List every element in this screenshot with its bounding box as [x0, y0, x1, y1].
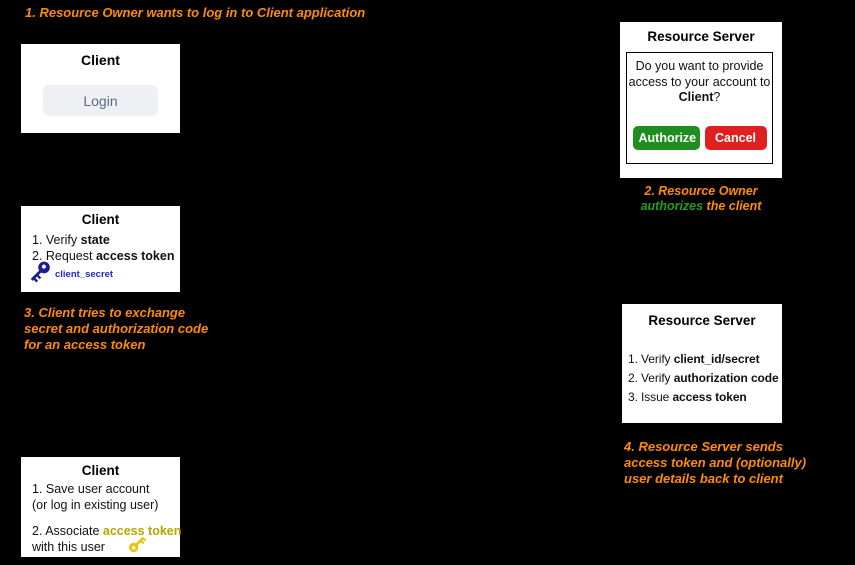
save-user-step1: 1. Save user account (or log in existing… — [32, 482, 159, 512]
annotation-step3-line1: 3. Client tries to exchange — [24, 305, 186, 320]
consent-question: Do you want to provide access to your ac… — [627, 59, 772, 106]
resource-server-verify-window: Resource Server 1. Verify client_id/secr… — [622, 304, 782, 423]
annotation-step2-line2: authorizes the client — [620, 199, 782, 214]
client-secret-row: client_secret — [28, 259, 113, 283]
annotation-step3-line2: secret and authorization code — [24, 321, 209, 336]
client-login-window: Client Login — [21, 44, 180, 133]
verify-item-3: 3. Issue access token — [628, 390, 747, 404]
consent-client-name: Client — [678, 90, 714, 104]
annotation-step3: 3. Client tries to exchange secret and a… — [24, 305, 208, 353]
consent-question-line2: access to your account to — [628, 74, 771, 89]
annotation-step2-rest: the client — [703, 199, 762, 213]
resource-server-consent-title: Resource Server — [647, 29, 755, 44]
annotation-step2-green-word: authorizes — [640, 199, 704, 213]
access-token-key-icon — [128, 536, 147, 553]
annotation-step2-line1: 2. Resource Owner — [644, 184, 758, 198]
consent-buttons: Authorize Cancel — [627, 126, 772, 150]
client-save-user-window: Client 1. Save user account (or log in e… — [21, 457, 182, 557]
client-secret-key-icon — [30, 261, 50, 283]
client-exchange-window: Client 1. Verify state 2. Request access… — [21, 206, 180, 292]
resource-server-verify-title: Resource Server — [648, 313, 756, 328]
resource-server-verify-list: 1. Verify client_id/secret 2. Verify aut… — [628, 350, 779, 407]
resource-server-consent-window: Resource Server Do you want to provide a… — [620, 22, 782, 178]
consent-dialog: Do you want to provide access to your ac… — [626, 52, 773, 164]
annotation-step4-line1: 4. Resource Server sends — [624, 439, 783, 454]
verify-item-1: 1. Verify client_id/secret — [628, 352, 760, 366]
consent-question-line1: Do you want to provide — [635, 59, 764, 73]
login-button[interactable]: Login — [43, 85, 158, 116]
annotation-step2: 2. Resource Owner authorizes the client — [620, 184, 782, 214]
annotation-step1: 1. Resource Owner wants to log in to Cli… — [25, 5, 366, 20]
annotation-step4-line3: user details back to client — [624, 471, 783, 486]
authorize-button[interactable]: Authorize — [632, 126, 700, 150]
annotation-step3-line3: for an access token — [24, 337, 146, 352]
client-exchange-list: 1. Verify state 2. Request access token — [32, 232, 174, 264]
access-token-highlight: access token — [102, 524, 182, 538]
consent-question-mark: ? — [713, 90, 721, 104]
cancel-button[interactable]: Cancel — [704, 126, 767, 150]
exchange-item-2: 2. Request access token — [32, 249, 175, 263]
exchange-item-1: 1. Verify state — [32, 233, 110, 247]
client-login-title: Client — [81, 52, 120, 68]
client-save-user-title: Client — [81, 463, 120, 478]
annotation-step4: 4. Resource Server sends access token an… — [624, 439, 806, 487]
client-exchange-title: Client — [81, 212, 120, 227]
annotation-step4-line2: access token and (optionally) — [624, 455, 807, 470]
client-secret-label: client_secret — [55, 269, 114, 280]
verify-item-2: 2. Verify authorization code — [628, 371, 779, 385]
save-user-step2: 2. Associate access token with this user — [32, 524, 182, 554]
